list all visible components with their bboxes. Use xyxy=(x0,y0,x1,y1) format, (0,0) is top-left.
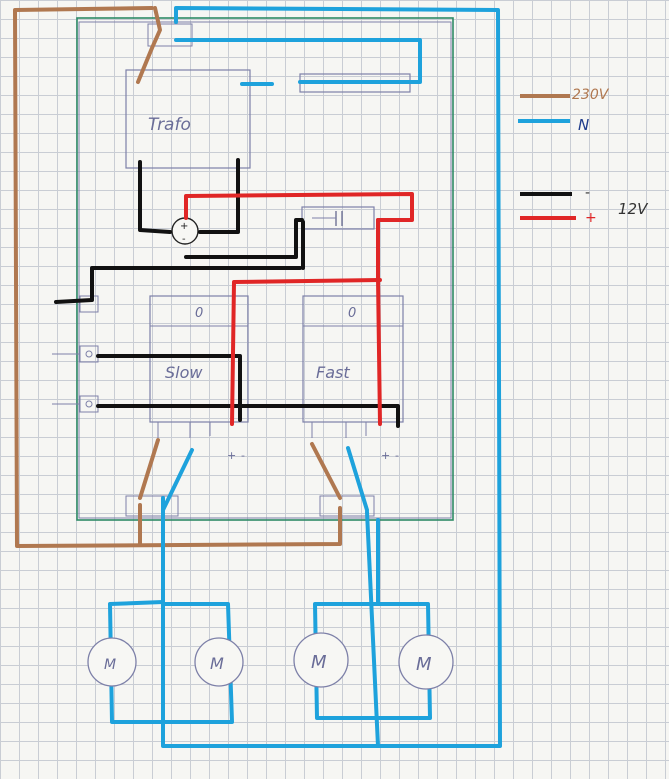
wire-neutral-slow-arm xyxy=(161,448,194,512)
wire-230v-slow-arm xyxy=(138,438,160,500)
wire-neutral-fast-drop xyxy=(365,510,380,748)
slow-plus-mark: + xyxy=(227,449,236,462)
motor-4-body xyxy=(398,634,454,690)
motor-1-body xyxy=(87,637,137,687)
wire-neutral-main xyxy=(161,6,502,748)
wire-230v-fast-arm xyxy=(310,442,342,500)
wire-neg-slow-in xyxy=(96,354,242,422)
slow-minus-mark: - xyxy=(241,449,245,462)
wire-motor-bus-left xyxy=(108,600,234,724)
wire-pos-slow xyxy=(230,278,382,426)
legend-label-neutral: N xyxy=(578,116,589,134)
terminal-bottom-fast xyxy=(319,495,375,517)
motor-3: M xyxy=(293,632,349,688)
relay-slow-label: Slow xyxy=(165,363,203,382)
legend-label-voltage: 12V xyxy=(618,200,649,218)
legend: 230V N - + 12V xyxy=(518,87,649,226)
trafo-label: Trafo xyxy=(148,115,191,135)
relay-fast-mark: 0 xyxy=(348,306,356,321)
wire-230v-main xyxy=(13,6,342,548)
terminal-left-2-screw xyxy=(85,350,93,358)
wire-neg-rectifier xyxy=(184,218,304,259)
board-outline xyxy=(76,17,454,521)
wire-motor-bus-right xyxy=(313,602,432,720)
motor-1: M xyxy=(87,637,137,687)
motor-4: M xyxy=(398,634,454,690)
terminal-left-1 xyxy=(79,295,99,313)
terminal-bottom-slow xyxy=(125,495,179,517)
motor-1-label: M xyxy=(104,657,116,673)
enclosure-outline xyxy=(78,21,452,519)
relay-fast-box xyxy=(302,295,404,423)
legend-label-plus: + xyxy=(585,210,597,226)
relay-slow-mark: 0 xyxy=(195,306,203,321)
wire-neg-trafo-left xyxy=(138,160,172,234)
wires-12v-positive xyxy=(184,192,414,426)
wire-neutral-fast-arm xyxy=(346,446,369,512)
wire-neg-trafo-right xyxy=(198,158,240,234)
motor-4-label: M xyxy=(416,654,432,675)
rectifier-minus: - xyxy=(182,234,186,245)
motor-3-body xyxy=(293,632,349,688)
terminal-left-3 xyxy=(79,395,99,413)
relay-fast-label: Fast xyxy=(316,363,350,382)
fast-plus-mark: + xyxy=(381,449,390,462)
wires-12v-negative xyxy=(54,158,400,428)
terminal-left-2 xyxy=(79,345,99,363)
wire-neg-fast-in xyxy=(96,404,400,428)
motor-3-label: M xyxy=(311,652,327,673)
trafo-box xyxy=(125,69,251,169)
wires-neutral xyxy=(108,6,502,748)
main-switch xyxy=(147,23,193,47)
legend-label-230v: 230V xyxy=(572,87,610,103)
relay-slow-box xyxy=(149,295,249,423)
wires-230v xyxy=(13,6,342,548)
wire-neutral-top-bus xyxy=(174,38,422,84)
terminal-left-3-screw xyxy=(85,400,93,408)
motor-2-label: M xyxy=(210,654,224,673)
legend-label-minus: - xyxy=(585,185,590,201)
motor-2: M xyxy=(194,637,244,687)
motor-2-body xyxy=(194,637,244,687)
wire-pos-rectifier xyxy=(184,192,414,222)
wire-neg-bus xyxy=(54,266,302,304)
rectifier-plus: + xyxy=(180,221,188,232)
wire-230v-switch xyxy=(136,6,162,84)
wire-pos-fast xyxy=(376,218,382,426)
fast-minus-mark: - xyxy=(395,449,399,462)
